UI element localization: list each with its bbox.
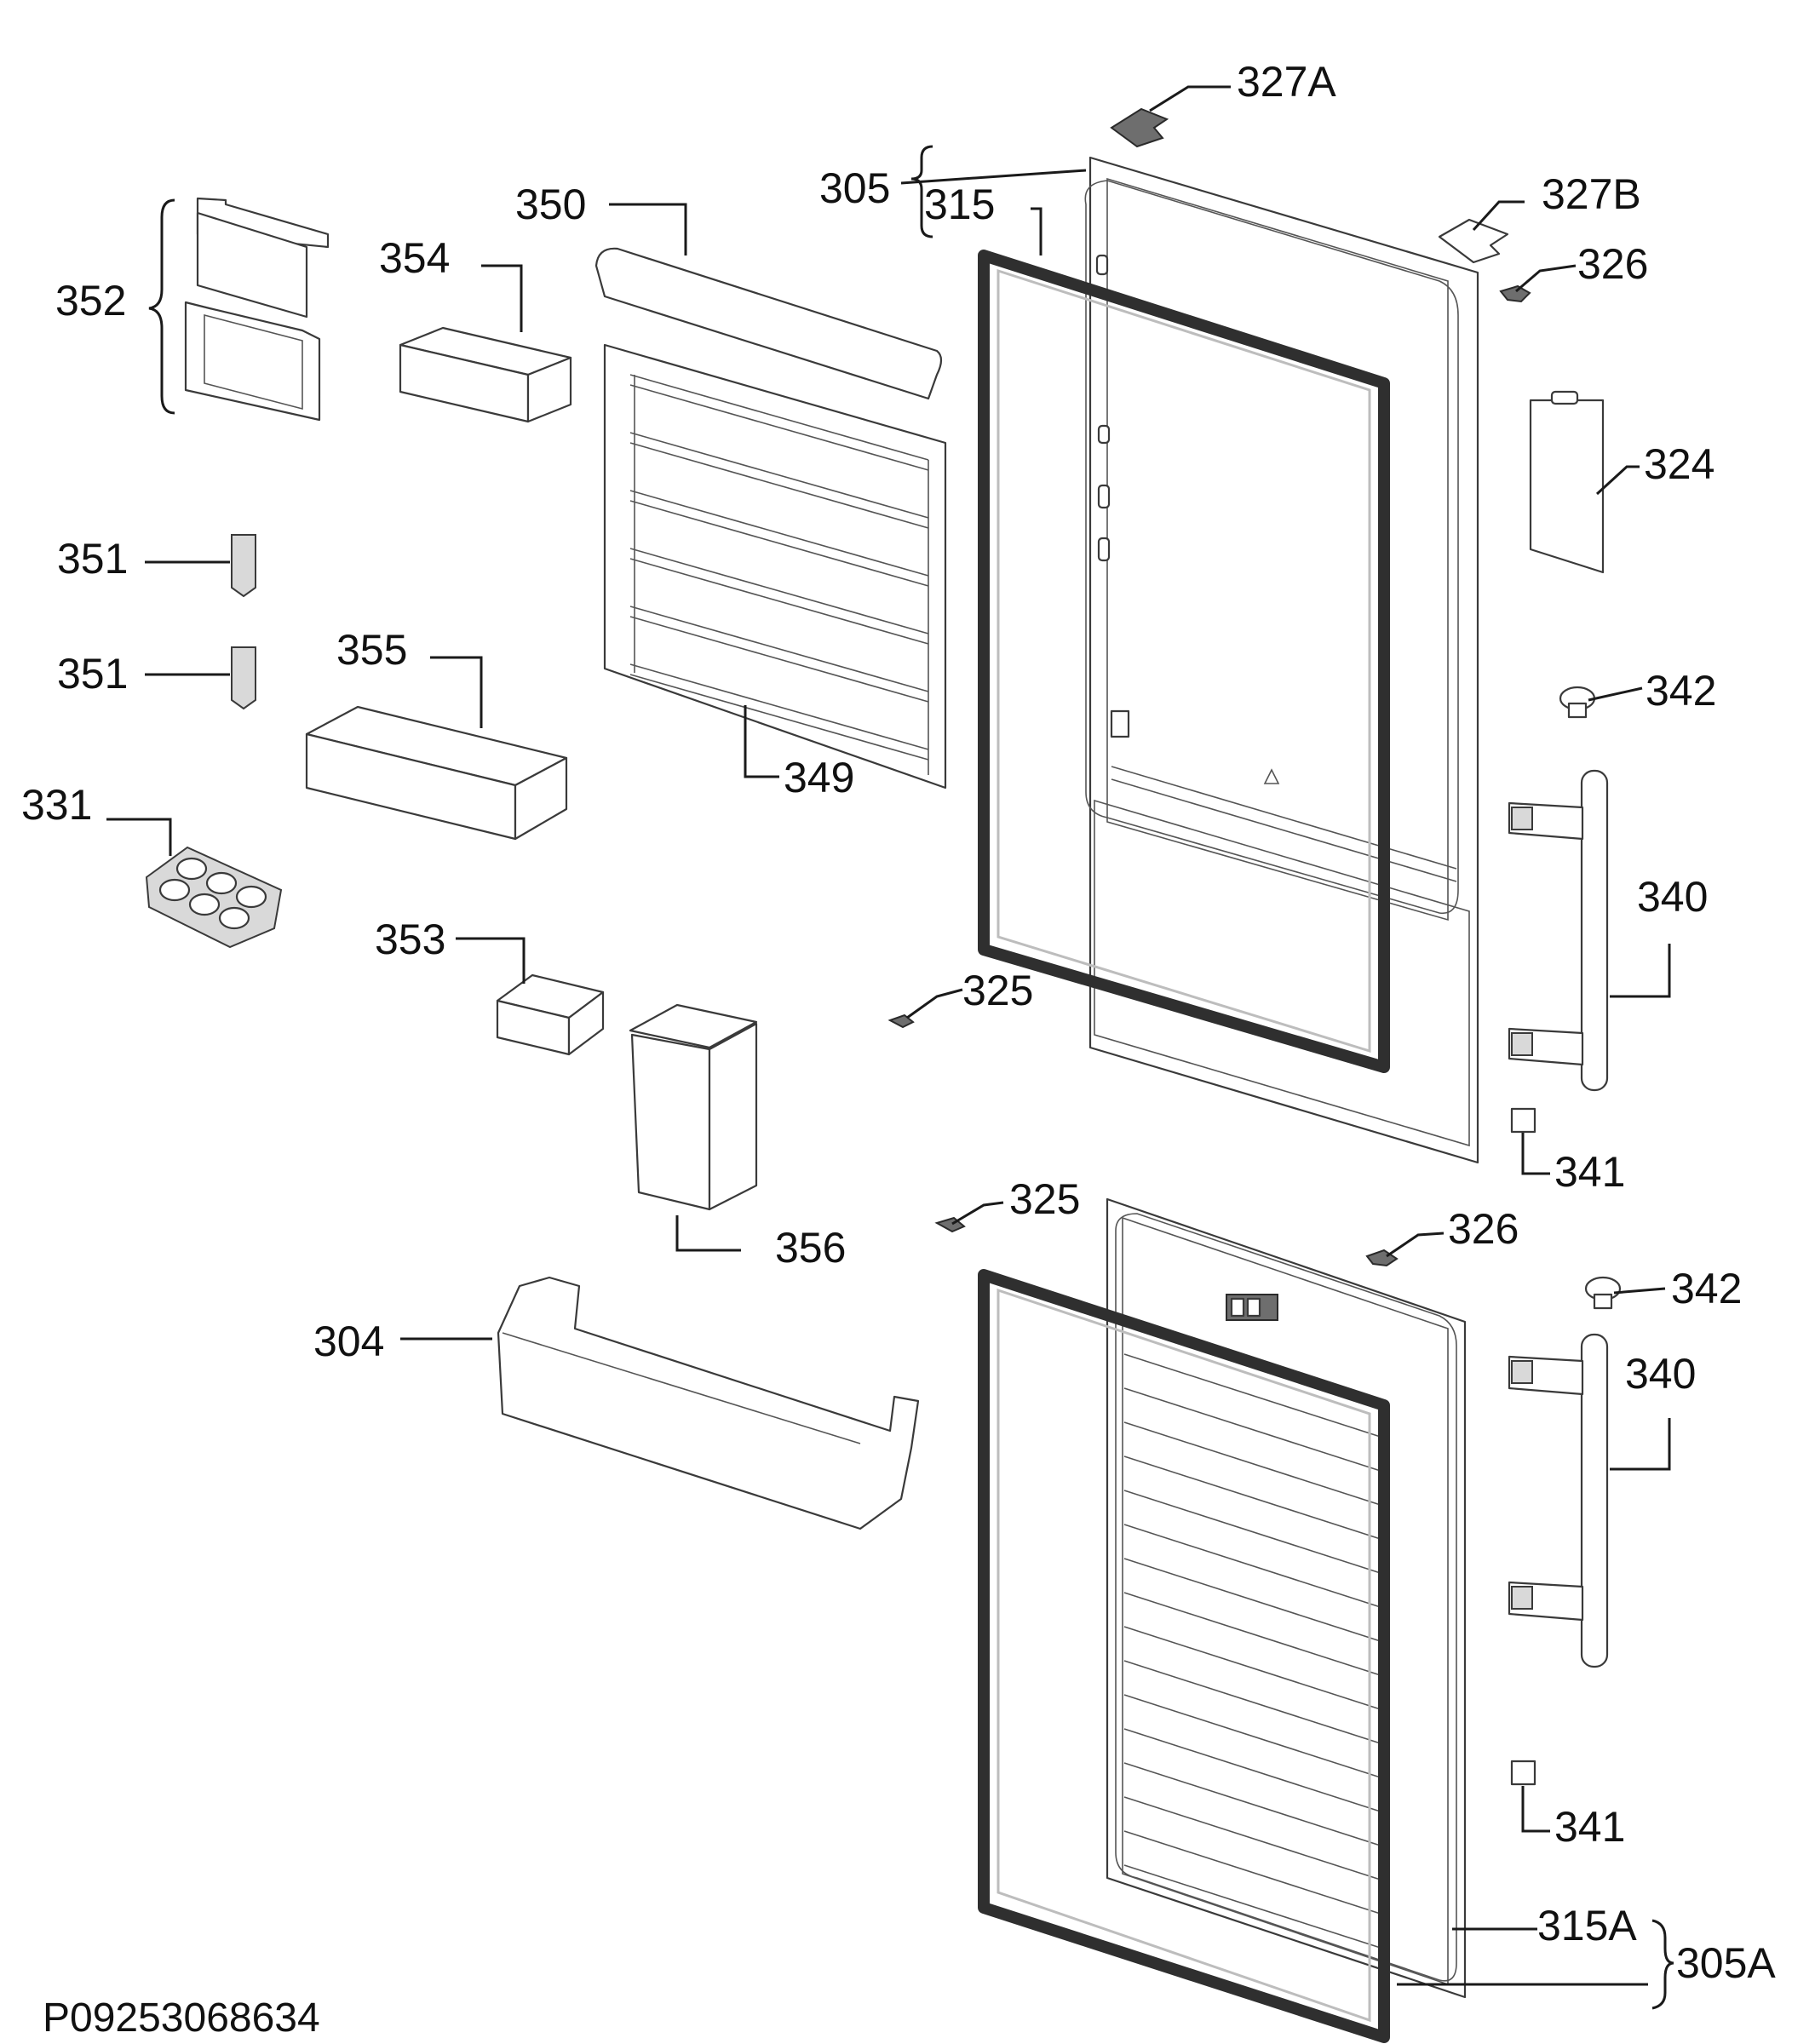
hinge-cap-342-lower <box>1584 1276 1622 1310</box>
label-325-upper: 325 <box>962 967 1033 1014</box>
upper-door-gasket-315 <box>978 250 1390 1073</box>
leader-lines <box>106 85 1674 2010</box>
label-326-lower: 326 <box>1448 1205 1519 1253</box>
cover-cap-341-lower <box>1510 1760 1536 1786</box>
hinge-part-325-upper <box>887 1013 915 1029</box>
label-342-lower: 342 <box>1671 1265 1742 1312</box>
label-352: 352 <box>55 277 126 324</box>
drawing-code: P09253068634 <box>43 1995 320 2041</box>
shelf-clip-351-b <box>231 646 256 710</box>
label-331: 331 <box>21 781 92 829</box>
label-349: 349 <box>784 754 854 801</box>
label-355: 355 <box>336 626 407 674</box>
label-340-lower: 340 <box>1625 1350 1696 1398</box>
label-327A: 327A <box>1237 58 1336 106</box>
label-315: 315 <box>924 181 995 228</box>
label-305A: 305A <box>1676 1939 1776 1987</box>
shelf-box-355 <box>305 705 568 841</box>
shelf-rail-350 <box>594 247 943 400</box>
egg-tray-331 <box>145 846 283 949</box>
bottle-holder-356 <box>629 1003 758 1211</box>
label-340-upper: 340 <box>1637 873 1708 921</box>
label-324: 324 <box>1644 440 1714 488</box>
storage-box-352 <box>184 197 330 422</box>
label-315A: 315A <box>1537 1902 1637 1949</box>
freezer-slats <box>1123 1353 1389 1951</box>
hinge-cover-327B <box>1438 218 1509 264</box>
lower-door-gasket-315A <box>978 1269 1390 2043</box>
panel-324 <box>1529 390 1605 574</box>
hinge-cap-342-upper <box>1559 686 1596 719</box>
shelf-clip-351-a <box>231 534 256 598</box>
drawer-front-349 <box>603 343 947 789</box>
label-350: 350 <box>515 181 586 228</box>
door-handle-340-upper <box>1508 769 1609 1092</box>
label-353: 353 <box>375 916 445 963</box>
label-351-b: 351 <box>57 650 128 698</box>
lower-door-305A <box>1106 1197 1467 1999</box>
label-304: 304 <box>313 1318 384 1365</box>
small-box-353 <box>496 973 605 1056</box>
label-341-upper: 341 <box>1554 1148 1625 1196</box>
cover-cap-341-upper <box>1510 1107 1536 1134</box>
hinge-cover-327A <box>1110 107 1169 148</box>
door-bin-304 <box>497 1276 920 1530</box>
label-325-lower: 325 <box>1009 1175 1080 1223</box>
label-305: 305 <box>819 164 890 212</box>
label-327B: 327B <box>1542 170 1641 218</box>
shelf-box-354 <box>399 326 572 423</box>
part-labels: 327A 305 315 327B 326 350 354 352 324 35… <box>21 58 1776 1987</box>
label-354: 354 <box>379 234 450 282</box>
label-326-upper: 326 <box>1577 240 1648 288</box>
label-356: 356 <box>775 1224 846 1272</box>
label-351-a: 351 <box>57 535 128 583</box>
hinge-pin-326-upper <box>1499 284 1531 303</box>
label-342-upper: 342 <box>1646 667 1716 715</box>
label-341-lower: 341 <box>1554 1803 1625 1851</box>
door-handle-340-lower <box>1508 1333 1609 1668</box>
